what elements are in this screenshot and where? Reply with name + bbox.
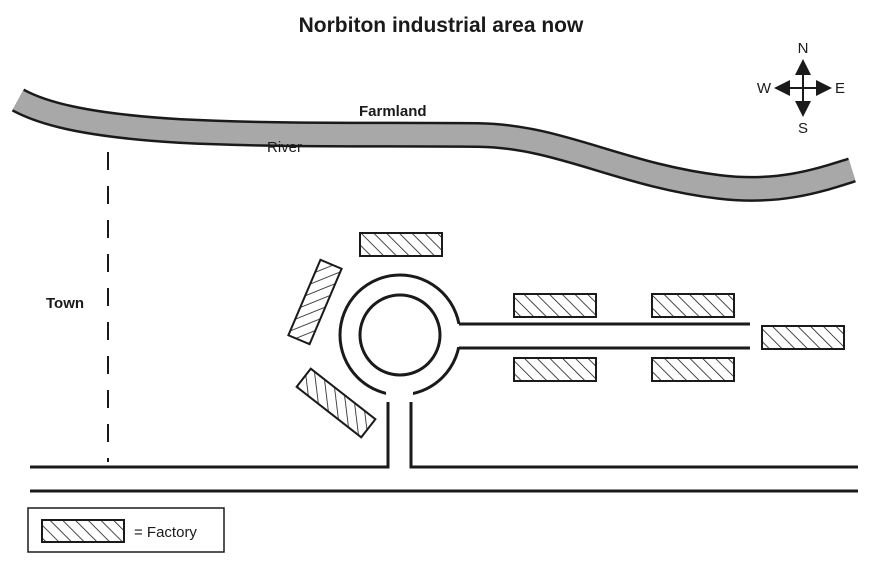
factory-east-road-north-1 [513,293,597,318]
river-label: River [267,139,302,156]
legend-factory-label: = Factory [134,524,197,541]
town-label: Town [46,295,84,312]
factory-east-road-north-2 [651,293,735,318]
factory-north-of-roundabout [359,232,443,257]
factory-east-road-south-2 [651,357,735,382]
factory-west-of-roundabout-upper [287,258,343,346]
compass-icon: N S E W [757,40,845,137]
legend: = Factory [27,507,225,553]
legend-factory-swatch [41,519,125,543]
factory-west-of-roundabout-lower [295,367,377,439]
compass-east-label: E [835,80,845,97]
main-road [30,394,858,493]
factory-east-road-end [761,325,845,350]
river [11,88,856,202]
compass-west-label: W [757,80,772,97]
factory-east-road-south-1 [513,357,597,382]
map-title: Norbiton industrial area now [299,14,584,37]
compass-north-label: N [798,40,809,57]
farmland-label: Farmland [359,103,427,120]
compass-south-label: S [798,120,808,137]
east-access-road [459,322,750,350]
roundabout [338,273,467,402]
